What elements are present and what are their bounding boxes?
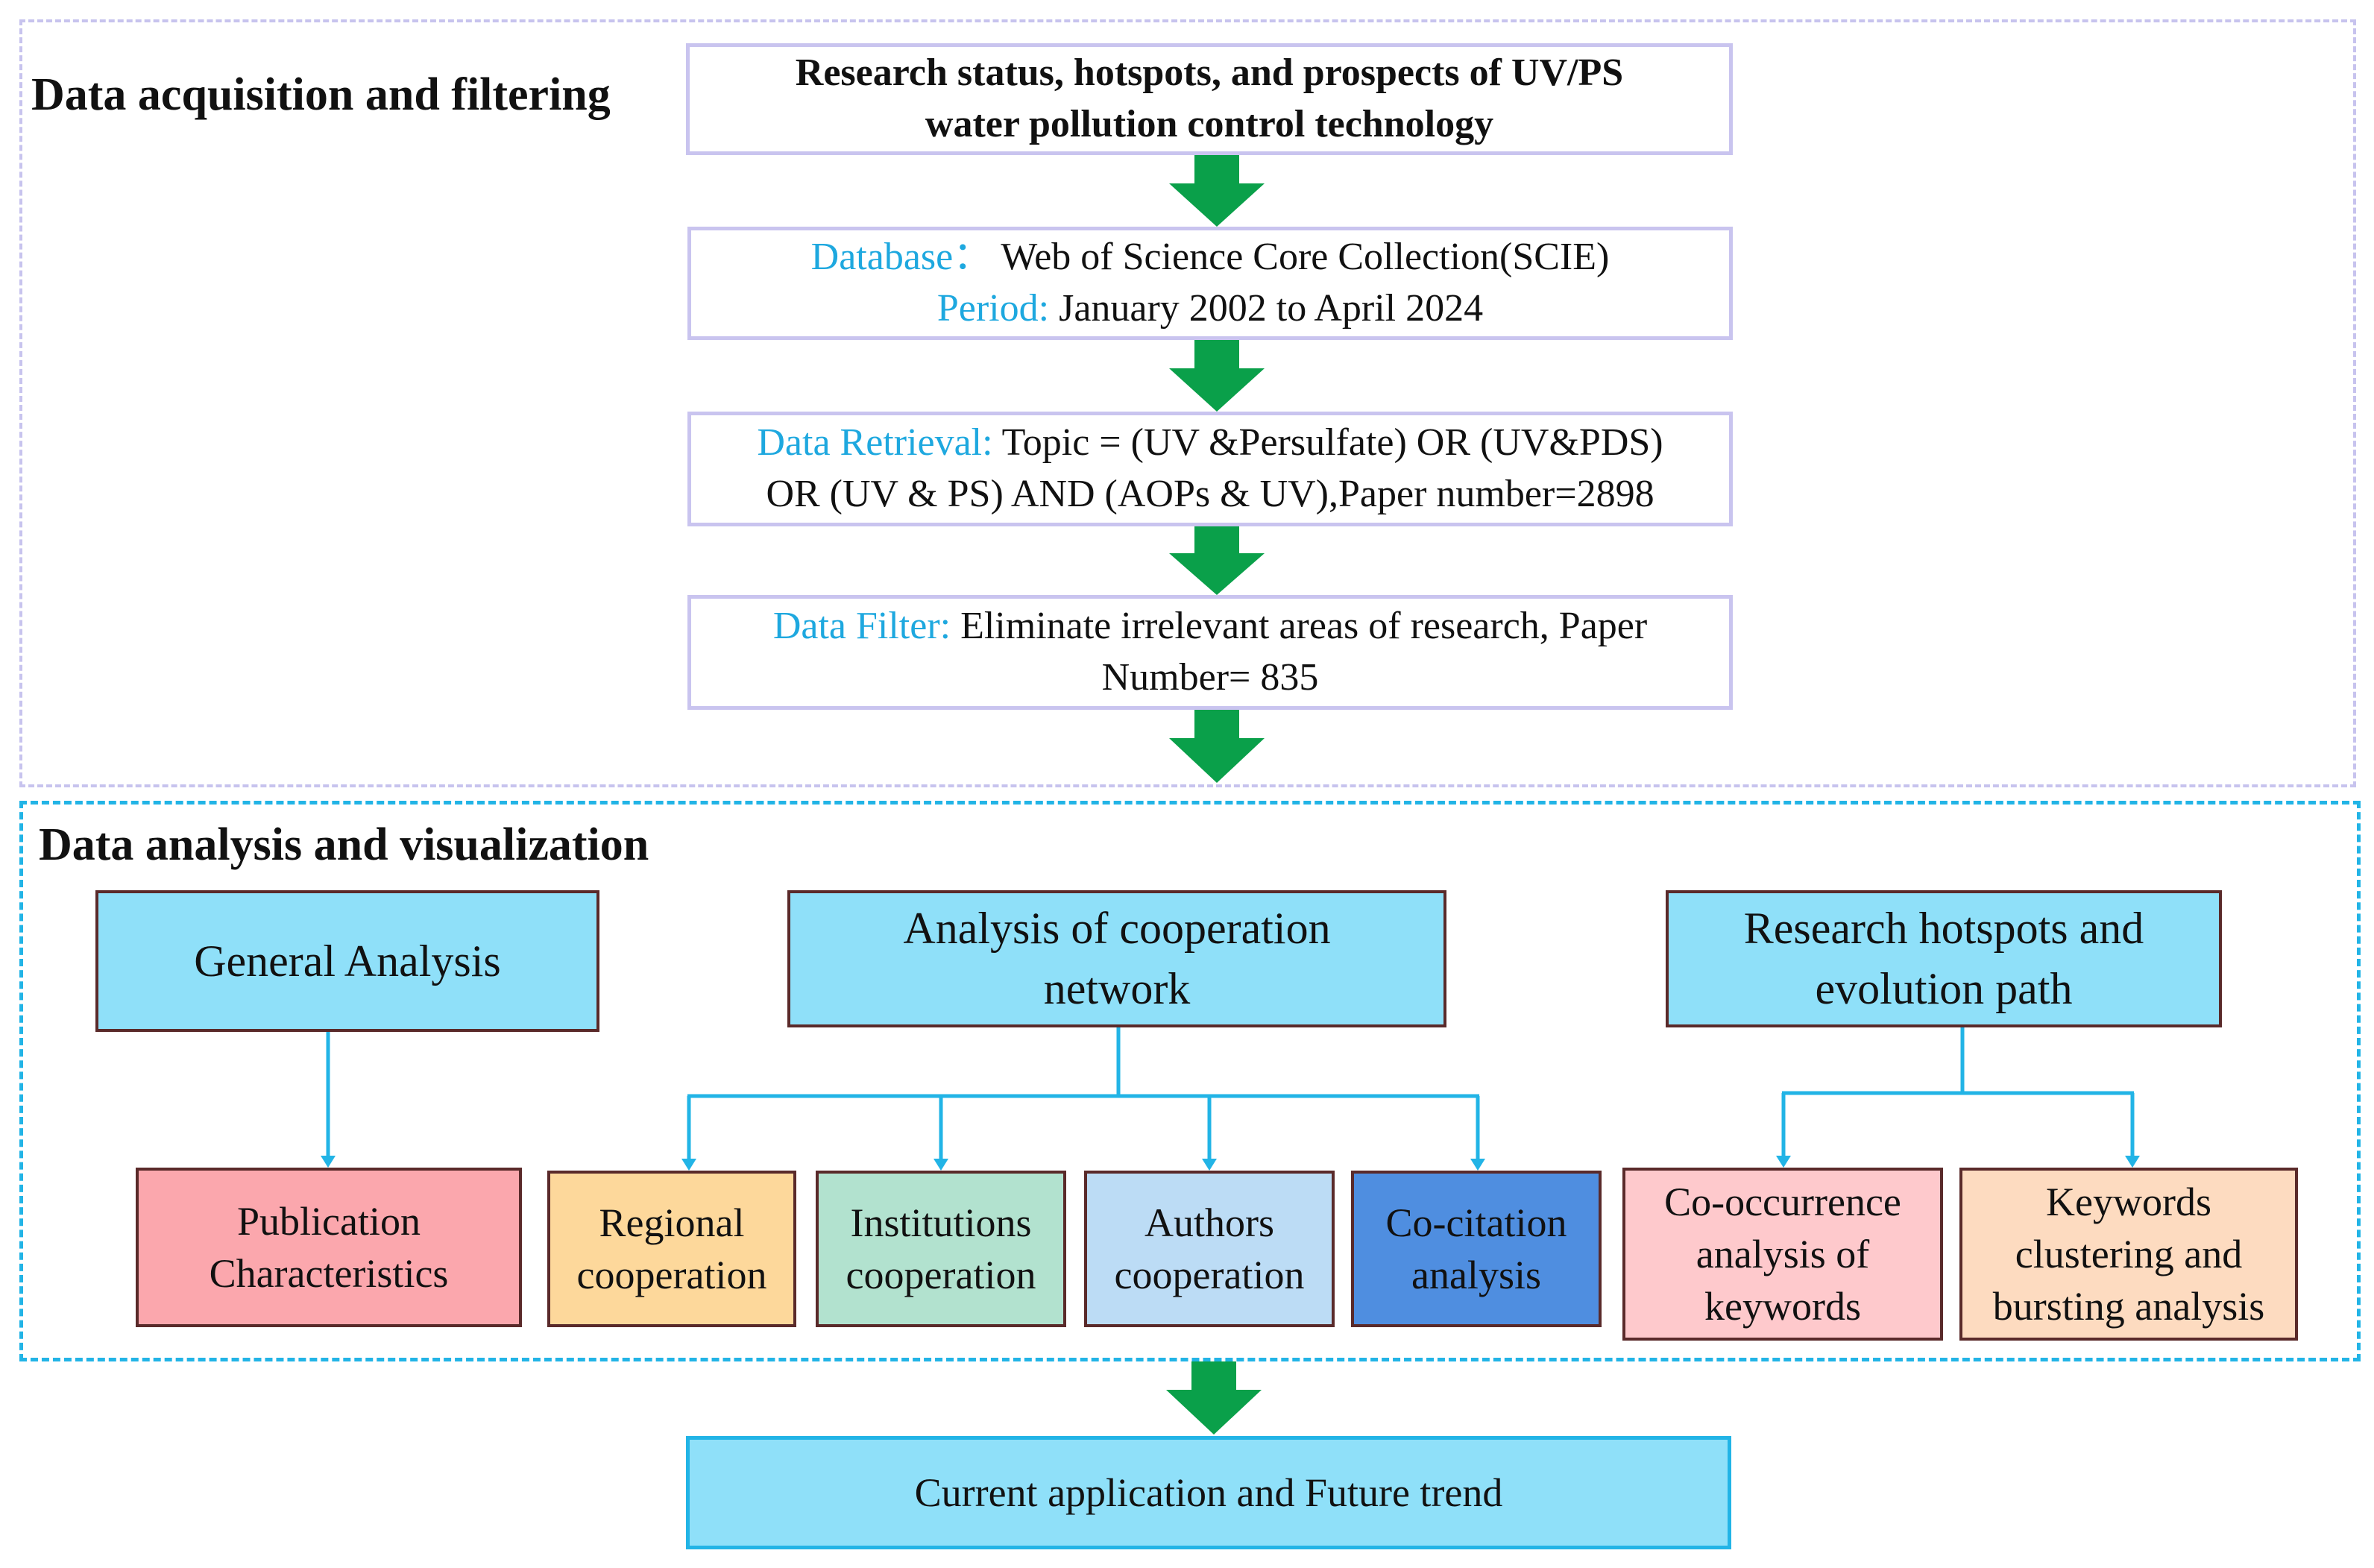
connector-arrowhead-clustering	[2125, 1156, 2140, 1168]
category-general-analysis: General Analysis	[95, 890, 599, 1032]
database-label: Database：	[810, 236, 992, 279]
category-hotspots-line-2: evolution path	[1815, 964, 2073, 1013]
filter-box: Data Filter: Eliminate irrelevant areas …	[687, 595, 1733, 710]
topic-line-2: water pollution control technology	[925, 103, 1494, 145]
topic-line-1: Research status, hotspots, and prospects…	[795, 51, 1624, 95]
flow-arrow-2	[1169, 340, 1265, 412]
leaf-institutions-line-1: Institutions	[850, 1200, 1032, 1245]
section-data-acquisition	[19, 19, 2356, 787]
flow-arrow-4	[1169, 710, 1265, 783]
leaf-publication-line-1: Publication	[237, 1198, 421, 1244]
leaf-authors-line-2: cooperation	[1114, 1253, 1305, 1297]
retrieval-label: Data Retrieval:	[757, 421, 993, 465]
leaf-cocitation-line-2: analysis	[1411, 1253, 1541, 1297]
leaf-regional-cooperation: Regional cooperation	[547, 1171, 796, 1327]
filter-label: Data Filter:	[772, 605, 951, 648]
leaf-publication-line-2: Characteristics	[209, 1251, 449, 1296]
section-data-analysis	[19, 801, 2361, 1361]
period-label: Period:	[936, 287, 1050, 330]
database-value: Web of Science Core Collection(SCIE)	[992, 236, 1610, 279]
category-general-label: General Analysis	[194, 936, 501, 986]
database-box: Database： Web of Science Core Collection…	[687, 227, 1733, 340]
connector-arrowhead-cooccurrence	[1776, 1156, 1791, 1168]
flow-arrow-5	[1166, 1361, 1262, 1435]
leaf-publication-characteristics: Publication Characteristics	[136, 1168, 522, 1327]
category-hotspots-line-1: Research hotspots and	[1743, 904, 2144, 953]
filter-line-2: Number= 835	[1101, 656, 1319, 699]
leaf-cocitation-line-1: Co-citation	[1385, 1200, 1567, 1245]
category-cooperation-line-1: Analysis of cooperation	[903, 904, 1331, 953]
leaf-institutions-cooperation: Institutions cooperation	[816, 1171, 1066, 1327]
leaf-cooccurrence-line-1: Co-occurrence	[1664, 1179, 1901, 1224]
retrieval-line-2: OR (UV & PS) AND (AOPs & UV),Paper numbe…	[766, 473, 1654, 515]
connector-arrowhead-publication	[321, 1156, 336, 1168]
leaf-clustering-line-3: bursting analysis	[1992, 1284, 2265, 1329]
leaf-institutions-line-2: cooperation	[846, 1253, 1036, 1297]
final-outcome-box: Current application and Future trend	[686, 1436, 1731, 1549]
topic-box: Research status, hotspots, and prospects…	[686, 43, 1733, 155]
leaf-keywords-clustering: Keywords clustering and bursting analysi…	[1959, 1168, 2298, 1341]
flow-arrow-1	[1169, 155, 1265, 227]
connector-arrowhead-regional	[681, 1159, 696, 1171]
leaf-cooccurrence-line-2: analysis of	[1696, 1231, 1870, 1276]
retrieval-box: Data Retrieval: Topic = (UV &Persulfate)…	[687, 412, 1733, 526]
leaf-regional-line-2: cooperation	[576, 1253, 767, 1297]
retrieval-value: Topic = (UV &Persulfate) OR (UV&PDS)	[992, 421, 1663, 465]
period-value: January 2002 to April 2024	[1049, 287, 1484, 330]
category-cooperation-line-2: network	[1043, 964, 1191, 1013]
leaf-clustering-line-1: Keywords	[2046, 1179, 2211, 1224]
leaf-authors-line-1: Authors	[1145, 1200, 1274, 1245]
connector-arrowhead-authors	[1202, 1159, 1217, 1171]
leaf-authors-cooperation: Authors cooperation	[1084, 1171, 1335, 1327]
connector-arrowhead-cocitation	[1470, 1159, 1485, 1171]
leaf-clustering-line-2: clustering and	[2015, 1231, 2243, 1276]
leaf-cocitation-analysis: Co-citation analysis	[1351, 1171, 1602, 1327]
section-title-acquisition: Data acquisition and filtering	[31, 69, 611, 120]
leaf-regional-line-1: Regional	[599, 1200, 745, 1245]
connector-arrowhead-institutions	[933, 1159, 948, 1171]
section-title-analysis: Data analysis and visualization	[39, 819, 649, 870]
filter-value: Eliminate irrelevant areas of research, …	[951, 605, 1648, 648]
flow-arrow-3	[1169, 526, 1265, 595]
final-outcome-label: Current application and Future trend	[914, 1470, 1503, 1515]
leaf-cooccurrence-line-3: keywords	[1704, 1284, 1861, 1329]
category-cooperation-network: Analysis of cooperation network	[787, 890, 1446, 1027]
leaf-cooccurrence-keywords: Co-occurrence analysis of keywords	[1622, 1168, 1943, 1341]
category-research-hotspots: Research hotspots and evolution path	[1666, 890, 2222, 1027]
